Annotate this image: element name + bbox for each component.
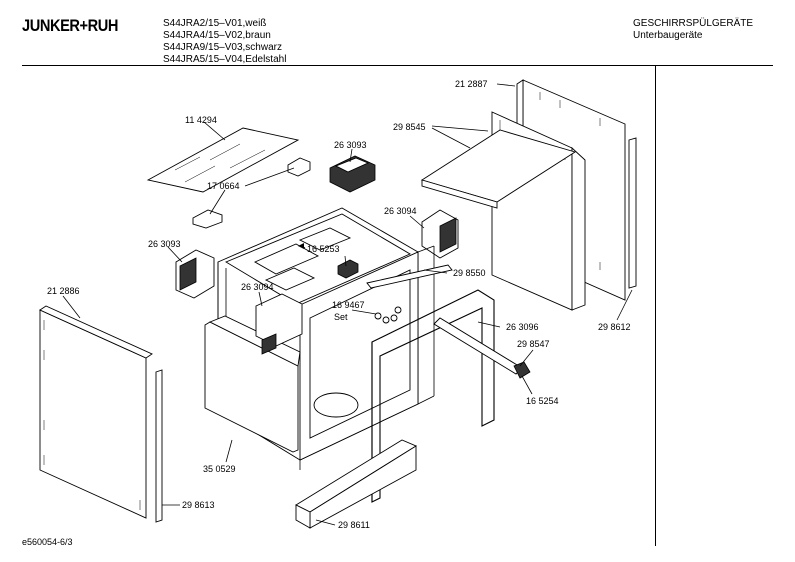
subcategory-title: Unterbaugeräte (633, 30, 703, 41)
lower-side-panel (204, 315, 301, 453)
part-label: 26 3096 (506, 322, 539, 332)
hinge-part-left (175, 249, 215, 299)
part-labels: 21 2887 29 8545 11 4294 26 3093 17 0664 … (47, 79, 631, 530)
mounting-bracket (192, 157, 311, 229)
part-label: 35 0529 (203, 464, 236, 474)
plinth (295, 439, 417, 529)
hinge-part-top (329, 155, 376, 193)
part-label: Set (334, 312, 348, 322)
part-label: 29 8547 (517, 339, 550, 349)
model-line: S44JRA4/15–V02,braun (163, 30, 271, 41)
hinge-part-tub (255, 293, 303, 355)
part-label: 21 2887 (455, 79, 488, 89)
part-label: 21 2886 (47, 286, 80, 296)
cross-bar (433, 317, 531, 379)
part-label: 26 3093 (148, 239, 181, 249)
leader-lines (62, 83, 633, 526)
hinge-part-right (421, 209, 459, 259)
trim-strip-left (155, 369, 163, 523)
part-label: 26 3093 (334, 140, 367, 150)
model-line: S44JRA2/15–V01,weiß (163, 18, 267, 29)
fitting-set (374, 306, 402, 324)
model-line: S44JRA9/15–V03,schwarz (163, 42, 282, 53)
part-label: 29 8545 (393, 122, 426, 132)
side-panel-left (39, 305, 153, 519)
part-label: 11 4294 (185, 115, 217, 125)
brand-logo: JUNKER+RUH (22, 16, 119, 35)
part-label: 29 8611 (338, 520, 370, 530)
category-title: GESCHIRRSPÜLGERÄTE (633, 18, 754, 29)
arrow-icon (298, 243, 304, 249)
part-label: 17 0664 (207, 181, 240, 191)
part-label: 26 3094 (241, 282, 274, 292)
part-label: 29 8613 (182, 500, 215, 510)
spring-clip (337, 259, 359, 279)
part-label: 16 5253 (307, 244, 340, 254)
part-label: 26 3094 (384, 206, 417, 216)
part-label: 16 9467 (332, 300, 365, 310)
margin-divider (655, 66, 656, 546)
part-label: 16 5254 (526, 396, 559, 406)
top-board (420, 129, 577, 209)
header-divider (22, 65, 773, 66)
model-line: S44JRA5/15–V04,Edelstahl (163, 54, 287, 65)
model-list: S44JRA2/15–V01,weiß S44JRA4/15–V02,braun… (163, 18, 286, 66)
category-block: GESCHIRRSPÜLGERÄTE Unterbaugeräte (633, 18, 753, 42)
insulation-mat (146, 127, 300, 193)
trim-strip-right (628, 137, 637, 289)
part-label: 29 8612 (598, 322, 631, 332)
part-label: 29 8550 (453, 268, 486, 278)
document-code: e560054-6/3 (22, 537, 73, 547)
